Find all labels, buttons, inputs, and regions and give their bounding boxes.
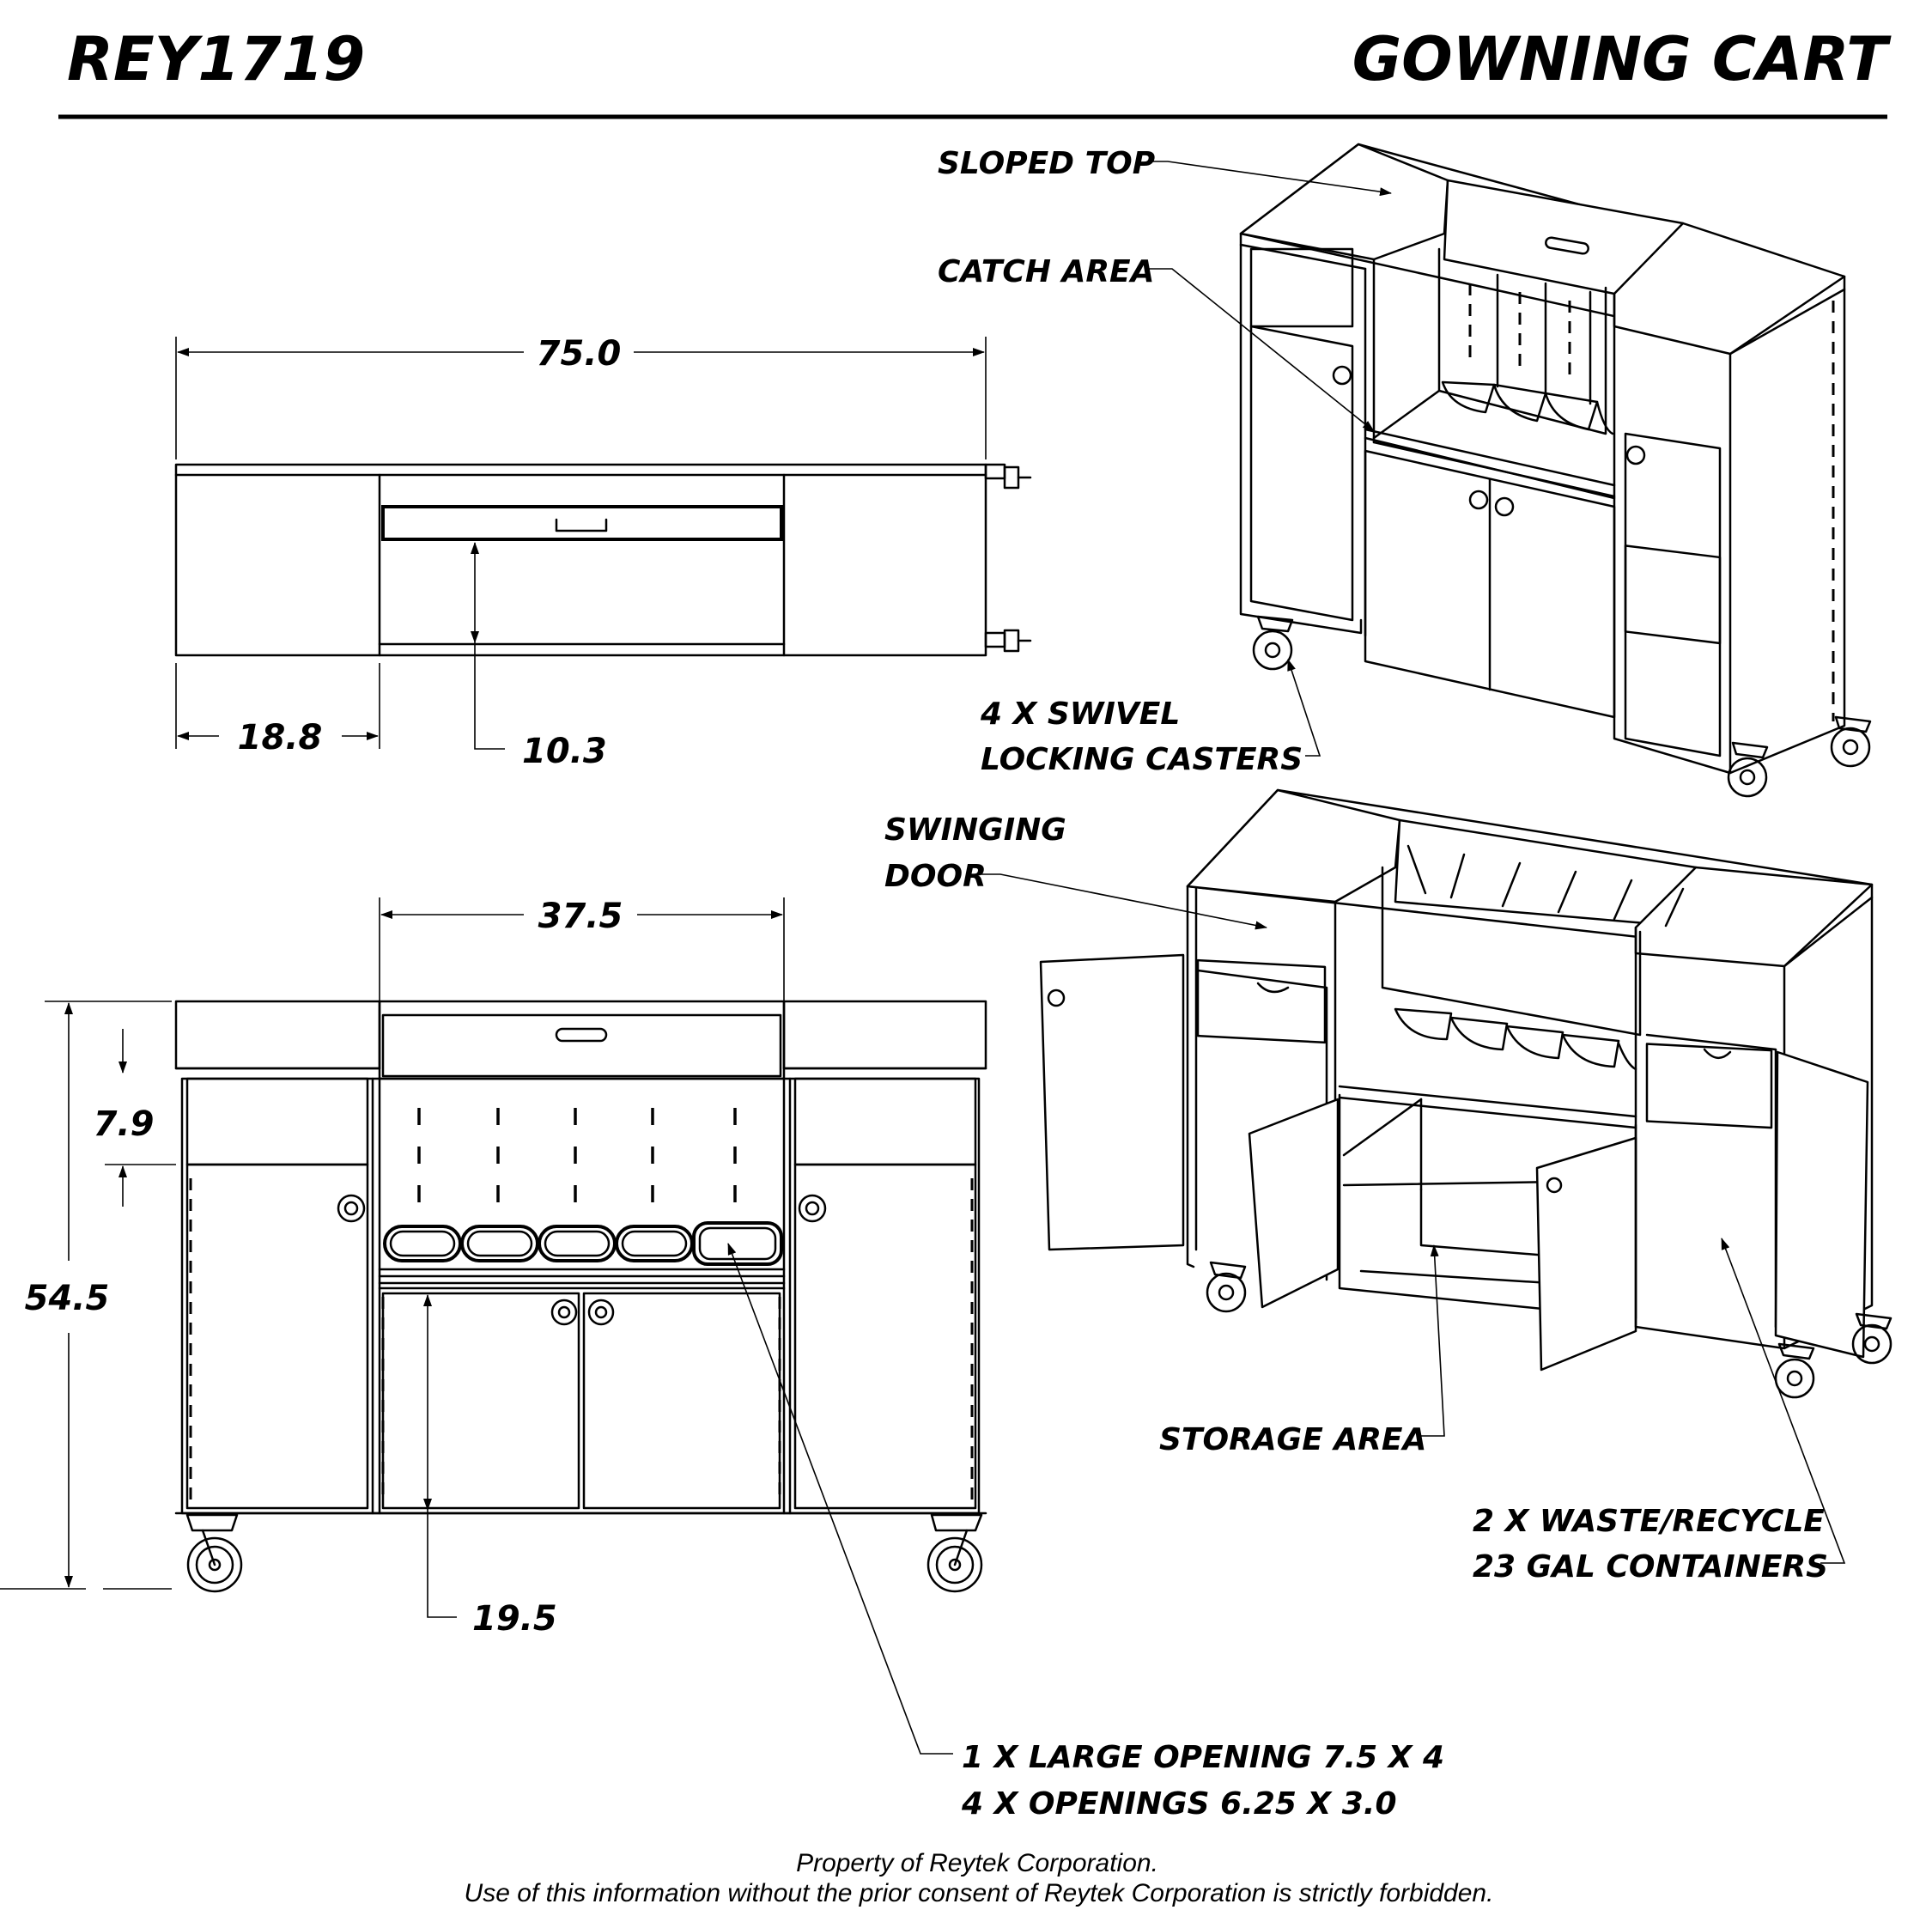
drawing-number: REY1719	[67, 24, 365, 94]
label-swinging-door-line1: SWINGING	[884, 812, 1066, 848]
dim-overall-height: 54.5	[25, 1279, 110, 1318]
iso-back-bins	[1406, 844, 1685, 928]
label-storage-area: STORAGE AREA	[1159, 1422, 1426, 1457]
top-view-slot	[381, 505, 783, 541]
title-block: REY1719 GOWNING CART	[58, 24, 1893, 119]
label-casters-line1: 4 X SWIVEL	[980, 696, 1180, 732]
iso-right-upper-panel	[1624, 544, 1722, 645]
iso2-right-upper-panel	[1645, 1043, 1773, 1129]
right-door	[793, 1163, 977, 1510]
iso2-left-upper-panel	[1196, 958, 1327, 1044]
dim-top-height: 7.9	[94, 1104, 155, 1144]
lower-left-door	[381, 1292, 580, 1510]
front-caster-left	[185, 1513, 243, 1593]
iso-lower-door-right	[1535, 1136, 1637, 1372]
lower-right-door	[582, 1292, 781, 1510]
product-title: GOWNING CART	[1352, 24, 1893, 94]
iso-catch-bins	[1441, 273, 1614, 435]
iso-view-open	[979, 788, 1893, 1564]
footer: Property of Reytek Corporation. Use of t…	[465, 1849, 1494, 1907]
iso1-casters	[1252, 615, 1872, 798]
front-top-cap-right	[782, 1000, 987, 1070]
front-body-outline	[180, 1077, 981, 1515]
hanger-slots	[417, 1108, 737, 1202]
catch-openings	[383, 1221, 783, 1266]
top-view: 75.0 18.8 10.3	[174, 334, 1032, 771]
iso-left-upper-panel	[1249, 247, 1354, 328]
label-waste-line1: 2 X WASTE/RECYCLE	[1473, 1504, 1825, 1539]
front-top-cap-left	[174, 1000, 381, 1070]
iso-swinging-door-right	[1774, 1050, 1869, 1359]
right-door-lock	[798, 1194, 827, 1223]
iso-swinging-door-left	[1039, 953, 1185, 1251]
top-view-outline	[174, 463, 987, 657]
front-caster-right	[927, 1513, 983, 1593]
label-casters-line2: LOCKING CASTERS	[981, 742, 1303, 777]
caster-bracket-top	[984, 463, 1032, 490]
caster-bracket-bottom	[984, 629, 1032, 653]
label-openings-line1: 1 X LARGE OPENING 7.5 X 4	[962, 1740, 1444, 1775]
top-view-handle	[555, 518, 608, 532]
label-catch-area: CATCH AREA	[938, 254, 1155, 289]
dim-center-width: 37.5	[538, 897, 623, 936]
dim-lower-height: 19.5	[472, 1599, 557, 1639]
footer-disclaimer: Use of this information without the prio…	[465, 1879, 1494, 1907]
lower-door-knob-right	[587, 1299, 615, 1326]
iso2-catch-bins	[1394, 1007, 1637, 1071]
dim-overall-width: 75.0	[537, 334, 622, 374]
left-door	[185, 1163, 369, 1510]
front-drawer-handle	[555, 1027, 608, 1043]
dim-end-width: 18.8	[238, 718, 323, 757]
label-sloped-top: SLOPED TOP	[938, 146, 1155, 181]
lower-door-knob-left	[550, 1299, 578, 1326]
label-openings-line2: 4 X OPENINGS 6.25 X 3.0	[961, 1786, 1397, 1822]
front-view: 37.5 54.5 7.9	[0, 897, 987, 1755]
dim-depth: 10.3	[522, 732, 607, 771]
label-waste-line2: 23 GAL CONTAINERS	[1473, 1549, 1828, 1585]
iso-view-closed	[1149, 143, 1872, 798]
callout-labels: SLOPED TOP CATCH AREA 4 X SWIVEL LOCKING…	[884, 146, 1828, 1822]
label-swinging-door-line2: DOOR	[884, 859, 987, 894]
left-door-lock	[337, 1194, 366, 1223]
footer-property: Property of Reytek Corporation.	[796, 1849, 1158, 1877]
iso2-casters	[1206, 1261, 1893, 1399]
iso-lower-door-left	[1248, 1098, 1340, 1309]
